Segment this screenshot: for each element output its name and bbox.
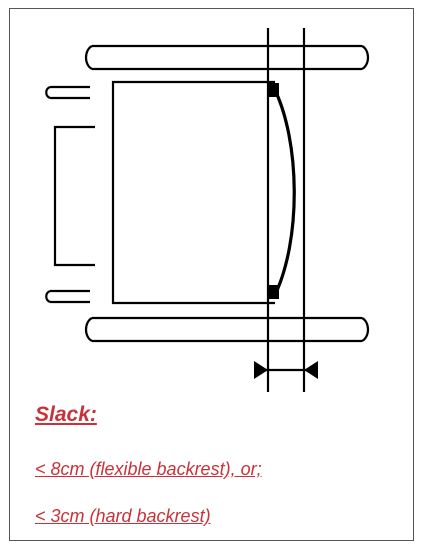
slack-title: Slack: [35, 403, 97, 426]
slack-hard-limit: < 3cm (hard backrest) [35, 506, 211, 526]
upper-arm-stub [45, 85, 90, 100]
lower-arm-stub [45, 289, 90, 304]
dimension-arrow-right [304, 361, 318, 379]
slack-flexible-limit: < 8cm (flexible backrest), or; [35, 459, 262, 479]
backrest-top-joint [267, 83, 279, 97]
bottom-rail [84, 316, 370, 343]
top-rail [84, 44, 370, 71]
seat-body [111, 80, 275, 305]
backrest-curve [272, 87, 296, 298]
dimension-arrow-left [254, 361, 268, 379]
diagram-border [9, 8, 414, 541]
backrest-bottom-joint [267, 285, 279, 299]
left-bracket [53, 125, 95, 267]
